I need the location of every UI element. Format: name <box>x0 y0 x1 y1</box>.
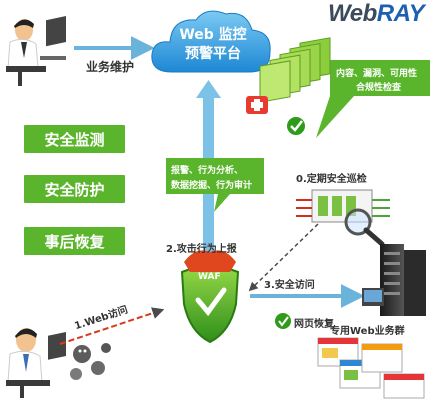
server-rack-icon <box>362 244 426 316</box>
document-stack-icon <box>246 37 331 137</box>
inspection-bubble <box>316 60 430 138</box>
business-maintenance-label: 业务维护 <box>86 60 135 74</box>
post-recovery-box: 事后恢复 <box>24 227 125 255</box>
inspection-server-icon <box>296 189 390 247</box>
analysis-bubble-line2: 数据挖掘、行为审计 <box>171 181 253 191</box>
analysis-bubble-line1: 报警、行为分析、 <box>171 166 244 176</box>
attacker-person-icon <box>6 328 66 398</box>
inspection-bubble-line1: 内容、漏洞、可用性 <box>336 69 418 79</box>
cloud-title-line1: Web 监控 <box>179 27 247 43</box>
waf-label: WAF <box>198 272 221 282</box>
report-arrow-head <box>196 80 221 98</box>
security-protection-box: 安全防护 <box>24 175 125 203</box>
step2-label: 2.攻击行为上报 <box>166 244 237 255</box>
webray-logo: WebRAY <box>328 0 425 27</box>
inspection-bubble-line2: 合规性检查 <box>356 83 402 93</box>
waf-shield-icon <box>180 250 240 344</box>
web-pages-icon <box>317 337 425 399</box>
inspection-arrow <box>248 223 319 292</box>
virus-icons <box>70 343 111 380</box>
restore-check-icon <box>275 313 291 329</box>
admin-person-icon <box>6 15 66 86</box>
monitoring-cloud <box>151 10 271 73</box>
cloud-title-line2: 预警平台 <box>185 46 241 62</box>
page-restore-label: 网页恢复 <box>294 319 334 330</box>
step3-label: 3.安全访问 <box>264 280 315 291</box>
analysis-bubble <box>166 158 264 212</box>
step0-label: 0.定期安全巡检 <box>296 174 367 185</box>
server-group-label: 专用Web业务群 <box>330 326 405 337</box>
security-monitoring-box: 安全监测 <box>24 125 125 153</box>
